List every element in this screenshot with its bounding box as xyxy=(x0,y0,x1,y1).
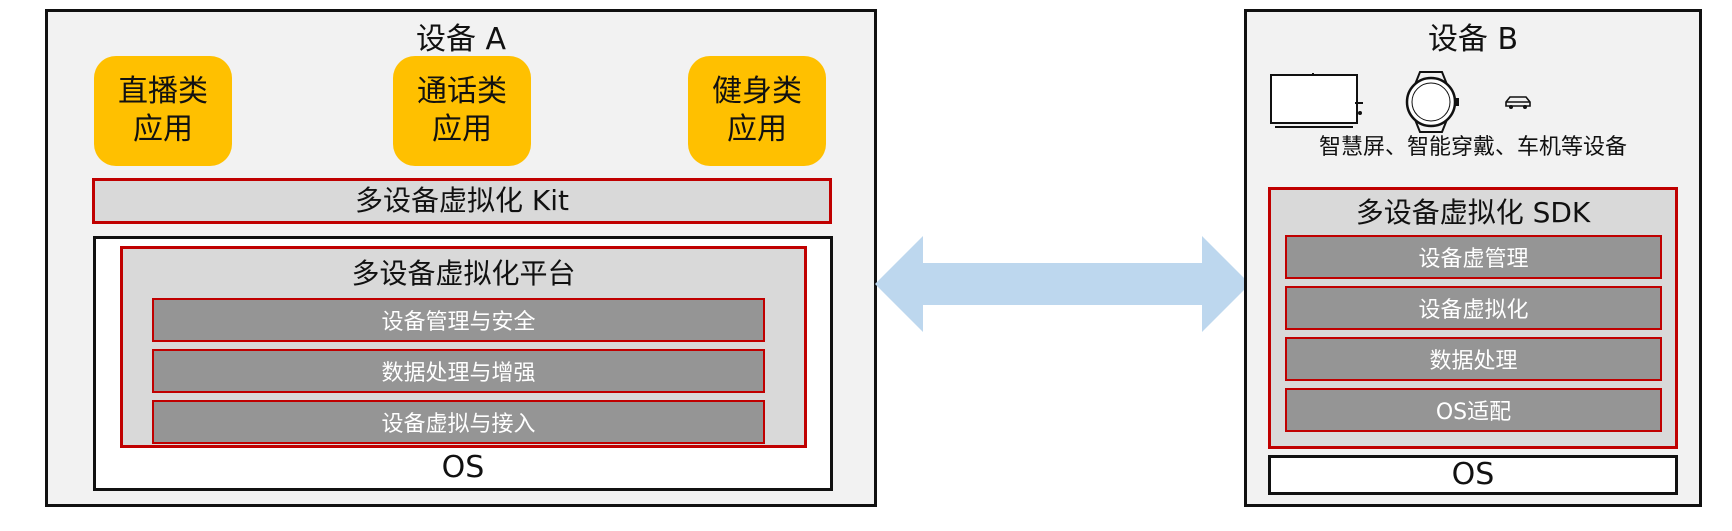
device-a-panel: 设备 A 直播类应用 通话类应用 健身类应用 多设备虚拟化 Kit 多设备虚拟化… xyxy=(45,9,877,507)
sdk-layer: 数据处理 xyxy=(1285,337,1662,381)
smart-watch-icon xyxy=(1405,71,1459,133)
platform-title: 多设备虚拟化平台 xyxy=(351,257,576,290)
app-calling: 通话类应用 xyxy=(393,56,531,166)
os-label-b: OS xyxy=(1268,455,1678,495)
app-label-line1: 健身类 xyxy=(712,74,802,109)
virtualization-platform: 多设备虚拟化平台 设备管理与安全 数据处理与增强 设备虚拟与接入 xyxy=(120,246,807,448)
app-label-line2: 应用 xyxy=(432,112,492,147)
app-label-line2: 应用 xyxy=(727,112,787,147)
app-label-line1: 直播类 xyxy=(118,74,208,109)
virtualization-sdk: 多设备虚拟化 SDK 设备虚管理 设备虚拟化 数据处理 OS适配 xyxy=(1268,187,1678,449)
double-arrow-icon xyxy=(875,236,1250,332)
double-arrow-shape xyxy=(875,236,1250,332)
platform-layer: 数据处理与增强 xyxy=(152,349,765,393)
car-icon xyxy=(1505,96,1531,109)
os-frame-a: 多设备虚拟化平台 设备管理与安全 数据处理与增强 设备虚拟与接入 OS xyxy=(93,236,833,491)
sdk-title: 多设备虚拟化 SDK xyxy=(1355,196,1591,229)
os-label-a: OS xyxy=(441,450,485,485)
device-a-title: 设备 A xyxy=(415,22,507,57)
app-label-line2: 应用 xyxy=(133,112,193,147)
virtualization-kit: 多设备虚拟化 Kit xyxy=(92,178,832,224)
device-b-title: 设备 B xyxy=(1427,22,1519,57)
app-live-streaming: 直播类应用 xyxy=(94,56,232,166)
platform-layer: 设备虚拟与接入 xyxy=(152,400,765,444)
app-fitness: 健身类应用 xyxy=(688,56,826,166)
sdk-layer: 设备虚拟化 xyxy=(1285,286,1662,330)
sdk-layer: 设备虚管理 xyxy=(1285,235,1662,279)
sdk-layer: OS适配 xyxy=(1285,388,1662,432)
device-b-panel: 设备 B 智慧屏、智能穿戴、车机等设备 多设备虚拟化 SDK 设备虚管理 设备虚… xyxy=(1244,9,1702,507)
device-types-caption: 智慧屏、智能穿戴、车机等设备 xyxy=(1318,135,1627,160)
platform-layer: 设备管理与安全 xyxy=(152,298,765,342)
smart-screen-icon xyxy=(1270,73,1363,128)
app-label-line1: 通话类 xyxy=(417,74,507,109)
